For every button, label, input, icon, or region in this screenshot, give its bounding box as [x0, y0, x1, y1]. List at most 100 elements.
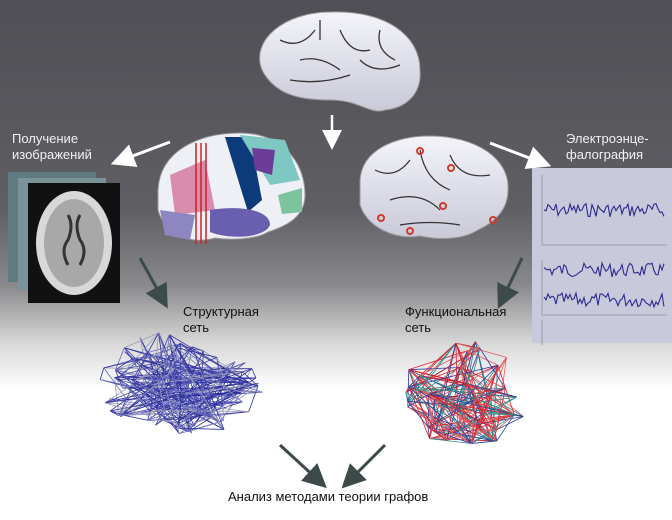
functional-network-edge [481, 413, 515, 415]
structural-network-edge [248, 385, 259, 412]
functional-network-edge [460, 350, 468, 368]
functional-label-line2: сеть [405, 320, 432, 335]
arrow-structural-to-analysis [278, 443, 327, 489]
structural-network-edge [179, 383, 259, 434]
functional-label-line1: Функциональная [405, 304, 507, 319]
functional-network-edge [458, 364, 499, 406]
mri-scan-stack [8, 172, 120, 303]
functional-network-edge [427, 414, 515, 428]
structural-network-edge [164, 385, 248, 411]
structural-network-edge [149, 396, 171, 412]
functional-network-edge [408, 386, 517, 398]
eeg-trace-2 [543, 261, 665, 278]
structural-network-edge [104, 357, 218, 404]
functional-network-edge [407, 393, 430, 408]
functional-network-edge [429, 438, 497, 442]
structural-network-edge [124, 332, 159, 349]
structural-network-edge [122, 414, 148, 421]
structural-network-edge [251, 368, 257, 379]
functional-network-edge [428, 393, 459, 406]
functional-network-edge [435, 431, 472, 444]
imaging-label: Получение изображений [12, 131, 92, 163]
functional-network-edge [460, 347, 481, 368]
parcellated-brain-image [157, 132, 306, 244]
eeg-trace-1 [543, 202, 665, 218]
functional-network-edge [467, 383, 517, 398]
imaging-label-line2: изображений [12, 147, 92, 162]
functional-network-edge [405, 392, 493, 442]
functional-network-edge [470, 365, 499, 444]
structural-network-edge [176, 367, 252, 369]
structural-network-edge [115, 369, 153, 378]
functional-network-edge [407, 406, 472, 444]
structural-network-edge [118, 410, 213, 417]
structural-network-edge [151, 399, 202, 415]
structural-network-edge [110, 377, 158, 412]
graph-analysis-label: Анализ методами теории графов [228, 489, 429, 504]
structural-network-edge [139, 350, 204, 387]
structural-network-edge [116, 379, 123, 389]
functional-network-edge [455, 343, 469, 384]
structural-network-edge [104, 402, 178, 425]
functional-network-edge [407, 369, 410, 407]
functional-network-edge [419, 350, 468, 376]
structural-network-edge [118, 367, 177, 416]
functional-network-edge [471, 414, 515, 444]
structural-network-edge [166, 378, 178, 401]
structural-network-edge [160, 334, 170, 396]
functional-network-edge [475, 388, 506, 400]
functional-network-edge [407, 400, 429, 428]
structural-network-edge [115, 347, 125, 371]
structural-network-edge [176, 354, 224, 421]
arrow-to-structural [138, 257, 168, 309]
structural-network-edge [175, 347, 178, 368]
structural-network-edge [200, 361, 236, 388]
structural-network-edge [158, 332, 182, 405]
structural-network-edge [165, 397, 213, 418]
structural-network-edge [139, 385, 220, 423]
functional-network-edge [467, 350, 499, 366]
structural-network-edge [216, 357, 224, 379]
structural-network-edge [151, 399, 213, 412]
functional-network-edge [475, 341, 481, 349]
functional-network-edge [408, 369, 459, 406]
structural-network-edge [169, 343, 201, 395]
structural-network-edge [116, 352, 149, 380]
structural-network-edge [132, 332, 160, 380]
structural-label-line2: сеть [183, 320, 210, 335]
functional-network-edge [405, 342, 457, 393]
structural-network-edge [115, 369, 181, 421]
functional-network-edge [470, 398, 476, 444]
structural-network-edge [180, 343, 250, 383]
functional-network-edge [474, 398, 493, 441]
functional-network-edge [405, 347, 481, 393]
eeg-traces-panel [532, 168, 672, 345]
structural-network-edge [151, 409, 249, 413]
functional-network-edge [408, 386, 472, 444]
structural-network-edge [191, 346, 225, 430]
functional-network-edge [458, 404, 515, 415]
functional-network-edge [428, 394, 448, 441]
functional-network-edge [466, 383, 480, 429]
functional-network-edge [427, 426, 430, 439]
structural-network-edge [118, 368, 252, 416]
functional-network-edge [479, 348, 506, 389]
structural-network-edge [139, 337, 165, 385]
structural-network-edge [147, 382, 259, 421]
structural-network-edge [177, 367, 232, 429]
functional-network-edge [419, 375, 437, 432]
arrow-functional-to-analysis [341, 443, 387, 489]
functional-network-edge [435, 414, 515, 432]
functional-network-edge [481, 396, 517, 415]
eeg-label-line1: Электроэнце- [566, 131, 649, 146]
structural-network-graph [99, 332, 263, 434]
functional-network-edge [434, 364, 499, 400]
structural-network-edge [155, 367, 177, 408]
eeg-electrode-brain-image [359, 135, 509, 239]
functional-network-edge [428, 393, 472, 444]
eeg-label: Электроэнце- фалография [566, 131, 649, 163]
functional-network-edge [471, 440, 497, 444]
arrow-to-imaging [110, 140, 171, 168]
functional-network-edge [429, 429, 497, 440]
structural-network-label: Структурная сеть [183, 304, 259, 336]
